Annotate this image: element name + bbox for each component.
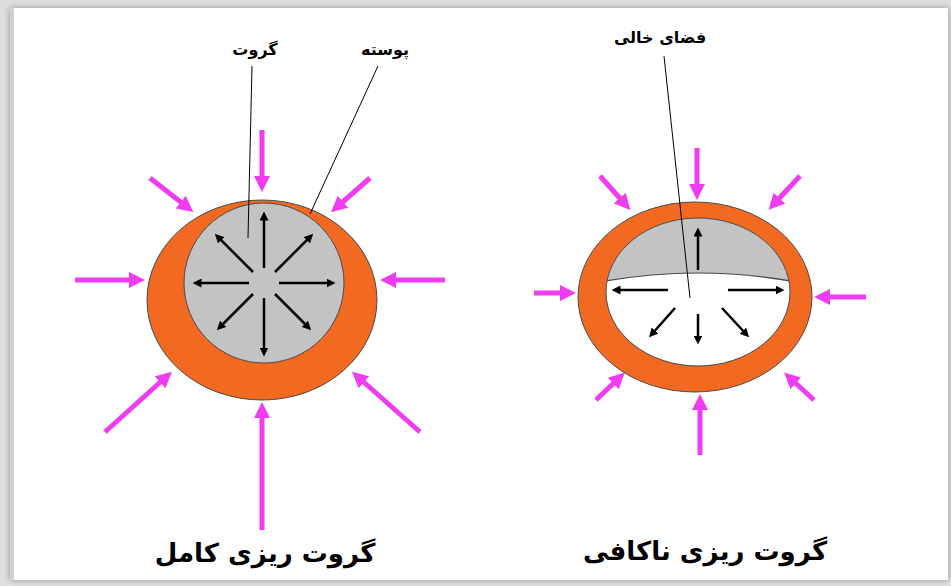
grout-arrow: [616, 289, 668, 292]
grout-fill: [590, 200, 806, 284]
grout-arrow: [218, 237, 253, 272]
grout-arrow: [275, 237, 310, 272]
label-holder: فضای خالی: [614, 28, 706, 49]
grout-arrow: [697, 232, 700, 270]
pressure-arrow: [260, 410, 265, 530]
pressure-arrow: [260, 130, 265, 184]
leader-line: [248, 66, 252, 238]
grout-arrow: [197, 282, 249, 285]
section-caption: گروت ریزی ناکافی: [573, 536, 838, 567]
grout-surface: [590, 273, 806, 284]
external-pressure: [75, 130, 866, 530]
grout-section: گروت ریزی ناکافی: [573, 190, 838, 575]
inner-outline: [606, 218, 790, 366]
pressure-arrow: [790, 378, 814, 400]
shell-ring: [147, 200, 377, 400]
section-caption: گروت ریزی کامل: [140, 538, 390, 569]
pressure-arrow: [75, 278, 137, 283]
leader-lines: [248, 56, 690, 298]
grout-arrow: [697, 314, 700, 340]
grout-fill: [184, 203, 344, 363]
label-holder: پوسته: [361, 40, 409, 61]
grout-arrow: [275, 294, 308, 327]
grout-arrow: [263, 298, 266, 352]
pressure-arrow: [695, 148, 700, 192]
grout-arrow: [220, 294, 253, 327]
pressure-arrow: [600, 176, 625, 204]
pipe-cross-section: [140, 190, 390, 575]
pressure-arrow: [337, 178, 370, 207]
label-holder: گروت: [232, 40, 277, 61]
pressure-arrow: [596, 378, 619, 400]
grout-section: گروت ریزی کامل: [140, 190, 390, 575]
pressure-arrow: [105, 377, 166, 432]
grout-pressure: [197, 216, 780, 352]
part-label: فضای خالی: [614, 28, 706, 47]
pressure-arrow: [534, 291, 568, 296]
leader-line: [310, 66, 378, 214]
leader-line: [664, 56, 690, 298]
grout-arrow: [728, 289, 780, 292]
grout-arrow: [279, 282, 331, 285]
pressure-arrow: [358, 377, 420, 432]
grout-arrow: [652, 308, 675, 334]
pressure-arrow: [698, 402, 703, 455]
pressure-arrow: [388, 278, 445, 283]
pipe-cross-section: [575, 190, 835, 575]
grout-arrow: [263, 216, 266, 268]
grout-arrow: [722, 308, 746, 334]
pressure-arrow: [150, 178, 187, 207]
part-label: پوسته: [361, 40, 409, 59]
pressure-arrow: [822, 295, 866, 300]
part-label: گروت: [232, 40, 277, 59]
pressure-arrow: [774, 176, 800, 204]
